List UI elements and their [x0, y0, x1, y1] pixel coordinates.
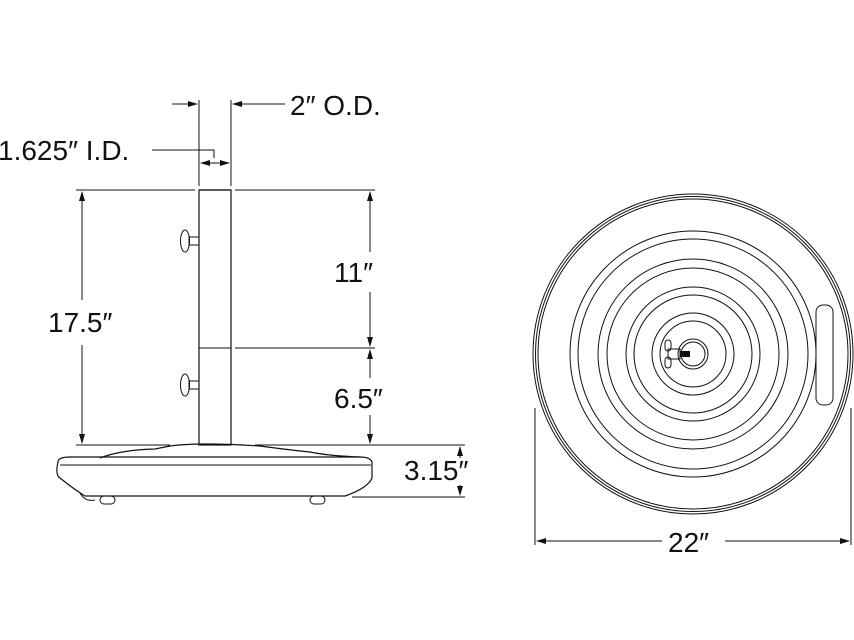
base-side [56, 443, 373, 505]
lower-section-label: 6.5″ [334, 383, 383, 414]
inner-diameter-label: 1.625″ I.D. [0, 135, 129, 166]
pole [198, 189, 232, 446]
base-handle [815, 304, 834, 406]
upper-section-label: 11″ [334, 257, 373, 288]
top-view: 22″ [532, 193, 854, 558]
total-height-label: 17.5″ [48, 307, 112, 338]
side-view: 2″ O.D. 1.625″ I.D. 17.5″ 11″ 6.5″ 3.15″ [0, 90, 468, 505]
knob-icon [180, 229, 200, 253]
knob-icon [180, 373, 200, 397]
base-height-label: 3.15″ [404, 455, 468, 486]
knob-icon [664, 339, 690, 369]
base-diameter-label: 22″ [668, 527, 709, 558]
dimension-lines [76, 100, 465, 498]
outer-diameter-label: 2″ O.D. [290, 90, 381, 121]
